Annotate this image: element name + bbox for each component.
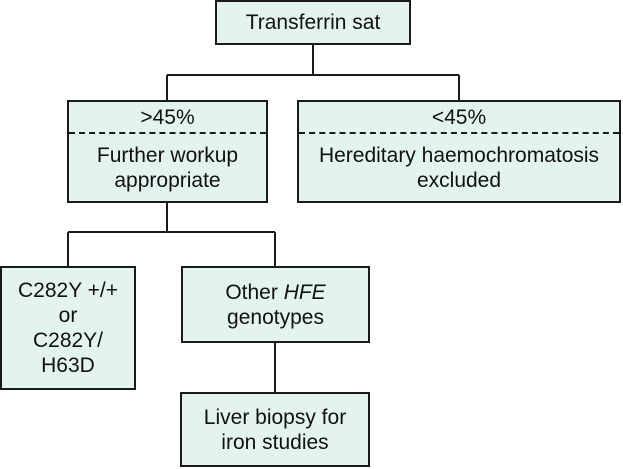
- c282y-genotype-box: C282Y +/+ or C282Y/ H63D: [0, 266, 136, 390]
- high-outcome-line-2: appropriate: [114, 168, 221, 192]
- low-outcome-line-1: Hereditary haemochromatosis: [318, 143, 600, 167]
- other-word: Other: [225, 280, 278, 304]
- high-outcome-section: Further workup appropriate: [69, 134, 266, 201]
- low-outcome-line-2: excluded: [416, 168, 502, 192]
- high-saturation-box: >45% Further workup appropriate: [67, 100, 268, 203]
- low-threshold-label: <45%: [431, 106, 487, 129]
- high-threshold-label: >45%: [140, 106, 195, 129]
- liver-biopsy-line-1: Liver biopsy for: [203, 405, 347, 429]
- other-hfe-genotypes-box: Other HFE genotypes: [181, 266, 370, 343]
- low-outcome-section: Hereditary haemochromatosis excluded: [299, 134, 619, 201]
- other-genotypes-line-2: genotypes: [227, 305, 324, 329]
- hfe-gene-label: HFE: [283, 280, 326, 304]
- other-genotypes-line-1: Other HFE: [225, 280, 325, 305]
- liver-biopsy-box: Liver biopsy for iron studies: [180, 392, 370, 467]
- high-threshold-section: >45%: [69, 102, 266, 134]
- liver-biopsy-line-2: iron studies: [221, 430, 329, 454]
- low-saturation-box: <45% Hereditary haemochromatosis exclude…: [297, 100, 621, 203]
- c282y-line-2: or: [58, 304, 78, 327]
- c282y-line-3: C282Y/: [32, 329, 104, 352]
- c282y-line-4: H63D: [41, 354, 95, 377]
- c282y-line-1: C282Y +/+: [17, 279, 119, 302]
- transferrin-sat-box: Transferrin sat: [215, 0, 411, 45]
- high-outcome-line-1: Further workup: [96, 143, 239, 167]
- low-threshold-section: <45%: [299, 102, 619, 134]
- transferrin-sat-label: Transferrin sat: [245, 11, 381, 34]
